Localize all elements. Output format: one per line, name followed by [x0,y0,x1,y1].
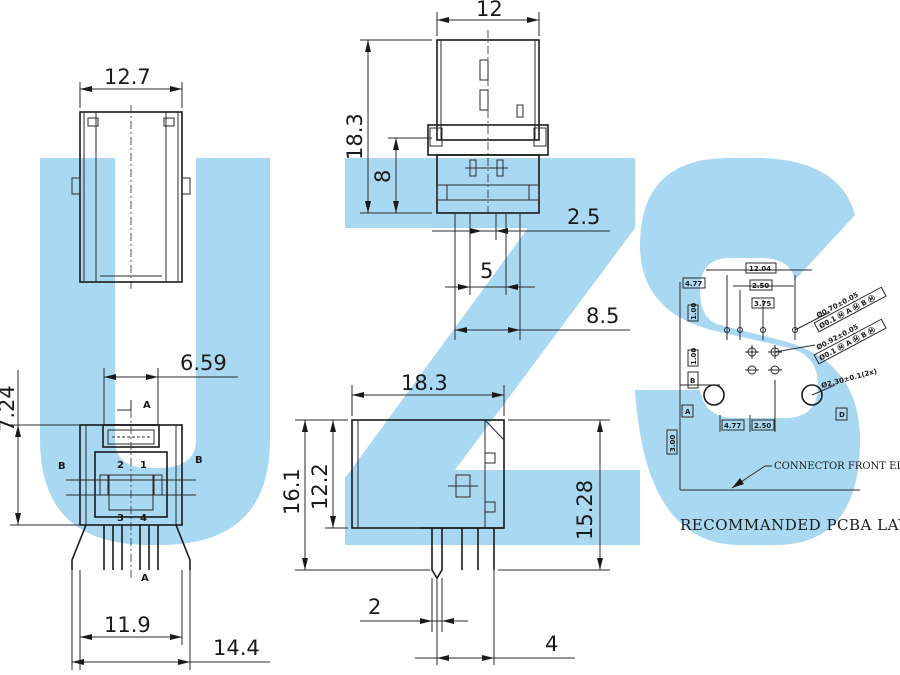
front-view-body [436,39,540,141]
dim-side-pin-2: 4 [545,632,558,656]
dim-bottom-offset: 6.59 [180,351,227,375]
dim-front-height: 18.3 [343,113,367,160]
side-view: 18.3 16.1 12.2 15.28 2 4 [280,371,610,665]
section-label-a-top: A [143,400,151,411]
pin-label-1: 1 [140,460,147,471]
dim-side-pin-1: 2 [368,595,381,619]
dim-side-height-2: 12.2 [308,463,332,510]
dim-side-height-3: 15.28 [573,480,597,540]
pcba-datum-d: D [839,411,845,419]
pcba-dim-2: 2.50 [752,282,769,290]
bottom-view: A A B B 2 1 3 4 6.59 7.24 [0,351,270,670]
front-view: 12 18.3 8 2.5 5 8.5 [343,0,630,340]
pcba-dim-6: 1.00 [690,303,698,320]
section-label-b-left: B [58,461,66,472]
watermark [40,158,860,545]
dim-front-top-width: 12 [476,0,503,21]
pcba-edge-note: CONNECTOR FRONT EDGE [774,461,900,472]
pcba-dim-0: 12.04 [749,265,771,273]
watermark-letter-z [345,158,640,545]
dim-side-length: 18.3 [401,371,448,395]
dim-bottom-width-2: 14.4 [213,636,260,660]
dim-side-height-1: 16.1 [280,468,304,515]
dim-pin-pitch-3: 8.5 [586,304,619,328]
watermark-letter-s [635,158,860,545]
pcba-dim-8: 3.00 [669,435,677,452]
top-view: 12.7 [71,65,191,290]
section-label-a-bottom: A [141,573,149,584]
pcba-datum-b: B [690,377,695,385]
pin-label-3: 3 [117,513,124,524]
pcba-dim-4: 4.77 [724,422,741,430]
watermark-letter-u [40,158,270,545]
dim-pin-pitch-1: 2.5 [567,205,600,229]
section-label-b-right: B [195,455,203,466]
pcba-dim-7: 1.00 [690,348,698,365]
dim-top-width: 12.7 [104,65,151,89]
dim-bottom-width-1: 11.9 [104,613,151,637]
pin-label-4: 4 [140,513,147,524]
dim-pin-pitch-2: 5 [480,259,493,283]
pcba-dim-5: 2.50 [754,422,771,430]
pcba-dim-1: 4.77 [685,280,702,288]
pcba-caption: RECOMMANDED PCBA LAYOUT [680,516,900,534]
dim-front-small-height: 8 [371,170,395,183]
pin-label-2: 2 [117,460,124,471]
dim-bottom-height: 7.24 [0,385,19,432]
pcba-datum-a: A [685,408,691,416]
